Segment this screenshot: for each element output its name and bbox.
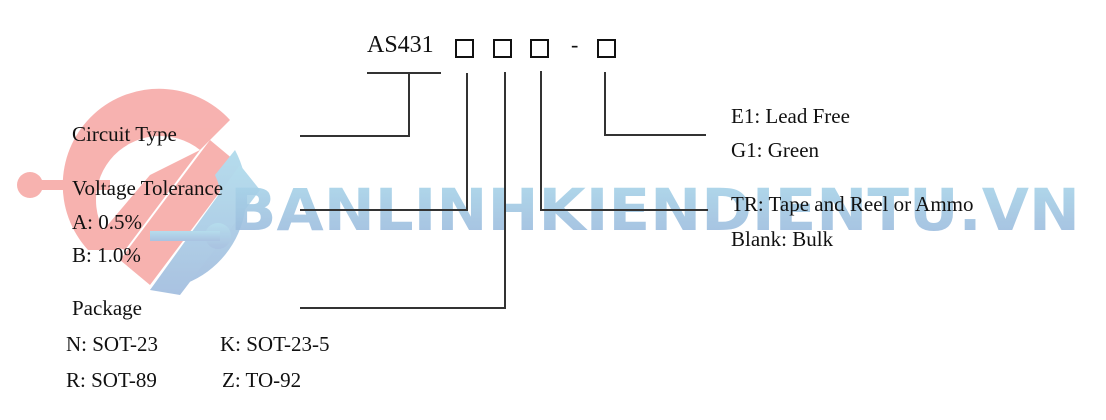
package-option: Z: TO-92	[222, 368, 302, 392]
package-connector	[300, 72, 506, 309]
lead-finish-box	[597, 39, 616, 58]
circuit-type-box	[455, 39, 474, 58]
package-label: Package	[72, 296, 142, 320]
voltage-tolerance-option: B: 1.0%	[72, 243, 141, 267]
package-option: K: SOT-23-5	[220, 332, 330, 356]
voltage-tolerance-box	[493, 39, 512, 58]
packing-option: TR: Tape and Reel or Ammo	[731, 192, 974, 216]
voltage-tolerance-option: A: 0.5%	[72, 210, 142, 234]
voltage-tolerance-label: Voltage Tolerance	[72, 176, 224, 200]
packing-connector	[540, 71, 708, 211]
lead-finish-option: G1: Green	[731, 138, 820, 162]
circuit-type-label: Circuit Type	[72, 122, 177, 146]
lead-finish-option: E1: Lead Free	[731, 104, 850, 128]
watermark-logo-icon	[17, 88, 260, 295]
package-option: N: SOT-23	[66, 332, 158, 356]
package-option: R: SOT-89	[66, 368, 157, 392]
part-number-prefix: AS431	[367, 32, 434, 58]
voltage-tolerance-connector	[300, 73, 468, 211]
packing-option: Blank: Bulk	[731, 227, 834, 251]
package-box	[530, 39, 549, 58]
lead-finish-connector	[604, 72, 706, 136]
part-number-dash: -	[571, 32, 579, 57]
